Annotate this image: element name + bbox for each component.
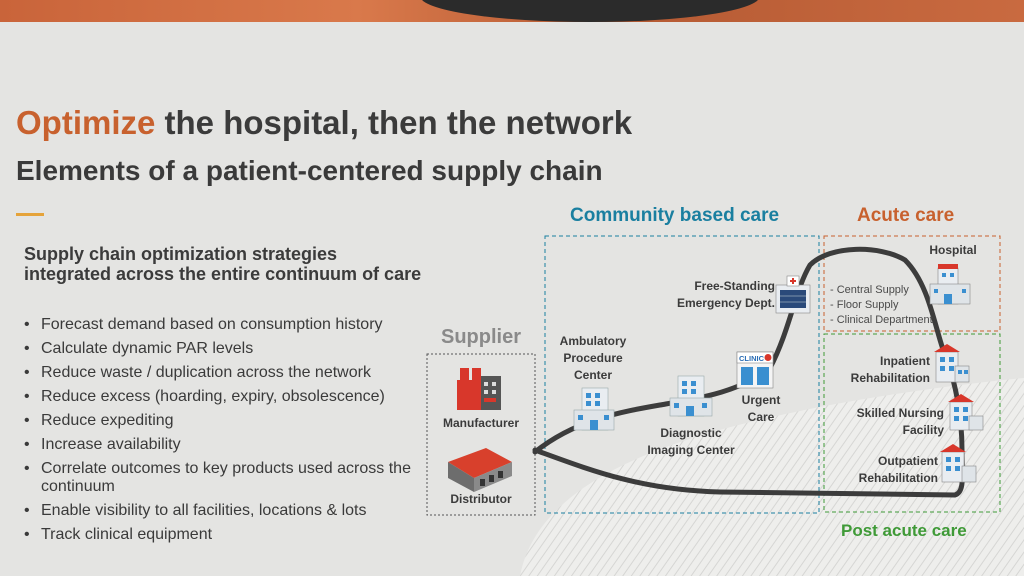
title-rest: the hospital, then the network xyxy=(155,104,633,141)
hospital-building-icon xyxy=(929,264,971,305)
strategy-item: Forecast demand based on consumption his… xyxy=(24,316,424,334)
skilled-nursing-label: Skilled Nursing Facility xyxy=(856,406,944,437)
emergency-label: Free-Standing Emergency Dept. xyxy=(676,279,775,310)
strategy-item: Reduce waste / duplication across the ne… xyxy=(24,364,424,382)
post-acute-care-box xyxy=(823,333,1001,513)
accent-bar xyxy=(16,213,44,216)
strategies-heading: Supply chain optimization strategies int… xyxy=(24,244,422,284)
header-banner xyxy=(0,0,1024,22)
strategy-item: Reduce expediting xyxy=(24,412,424,430)
supplier-box xyxy=(426,353,536,516)
diagnostic-label: Diagnostic Imaging Center xyxy=(647,426,735,457)
post-acute-care-heading: Post acute care xyxy=(841,521,967,540)
manufacturer-icon xyxy=(457,368,501,410)
inpatient-label: Inpatient Rehabilitation xyxy=(850,354,930,385)
community-care-heading: Community based care xyxy=(570,205,780,226)
urgent-care-label: Urgent Care xyxy=(741,393,781,424)
ambulatory-label: Ambulatory Procedure Center xyxy=(559,334,627,382)
strategy-item: Track clinical equipment xyxy=(24,526,424,544)
acute-care-box xyxy=(823,235,1001,332)
clinic-building-icon: CLINIC xyxy=(736,351,774,389)
skilled-nursing-building-icon xyxy=(948,394,984,431)
outpatient-label: Outpatient Rehabilitation xyxy=(858,454,938,485)
supplier-heading: Supplier xyxy=(441,326,522,348)
supply-item: - Floor Supply xyxy=(830,299,899,311)
strategy-item: Enable visibility to all facilities, loc… xyxy=(24,502,424,520)
distributor-label: Distributor xyxy=(450,492,512,506)
slide-title: Optimize the hospital, then the network xyxy=(16,104,632,142)
strategy-item: Increase availability xyxy=(24,436,424,454)
diagnostic-building-icon xyxy=(669,375,713,417)
warehouse-icon xyxy=(448,448,512,492)
inpatient-building-icon xyxy=(934,344,970,383)
slide-subtitle: Elements of a patient-centered supply ch… xyxy=(16,155,603,186)
title-accent: Optimize xyxy=(16,104,156,141)
clinic-sign: CLINIC xyxy=(739,354,765,363)
outpatient-building-icon xyxy=(940,444,977,483)
ambulatory-building-icon xyxy=(573,387,615,431)
emergency-building-icon xyxy=(775,275,811,314)
strategy-item: Calculate dynamic PAR levels xyxy=(24,340,424,358)
supply-item: - Clinical Department xyxy=(830,314,933,326)
strategy-item: Correlate outcomes to key products used … xyxy=(24,460,424,496)
manufacturer-label: Manufacturer xyxy=(442,416,519,430)
banner-shape xyxy=(420,0,760,22)
strategy-item: Reduce excess (hoarding, expiry, obsoles… xyxy=(24,388,424,406)
hospital-label: Hospital xyxy=(929,243,977,257)
strategies-list: Forecast demand based on consumption his… xyxy=(24,316,424,550)
supply-item: - Central Supply xyxy=(830,284,909,296)
hospital-supply-list: - Central Supply - Floor Supply - Clinic… xyxy=(830,283,933,328)
acute-care-heading: Acute care xyxy=(857,205,955,226)
community-care-box xyxy=(544,235,820,514)
ground-texture xyxy=(520,378,1024,576)
